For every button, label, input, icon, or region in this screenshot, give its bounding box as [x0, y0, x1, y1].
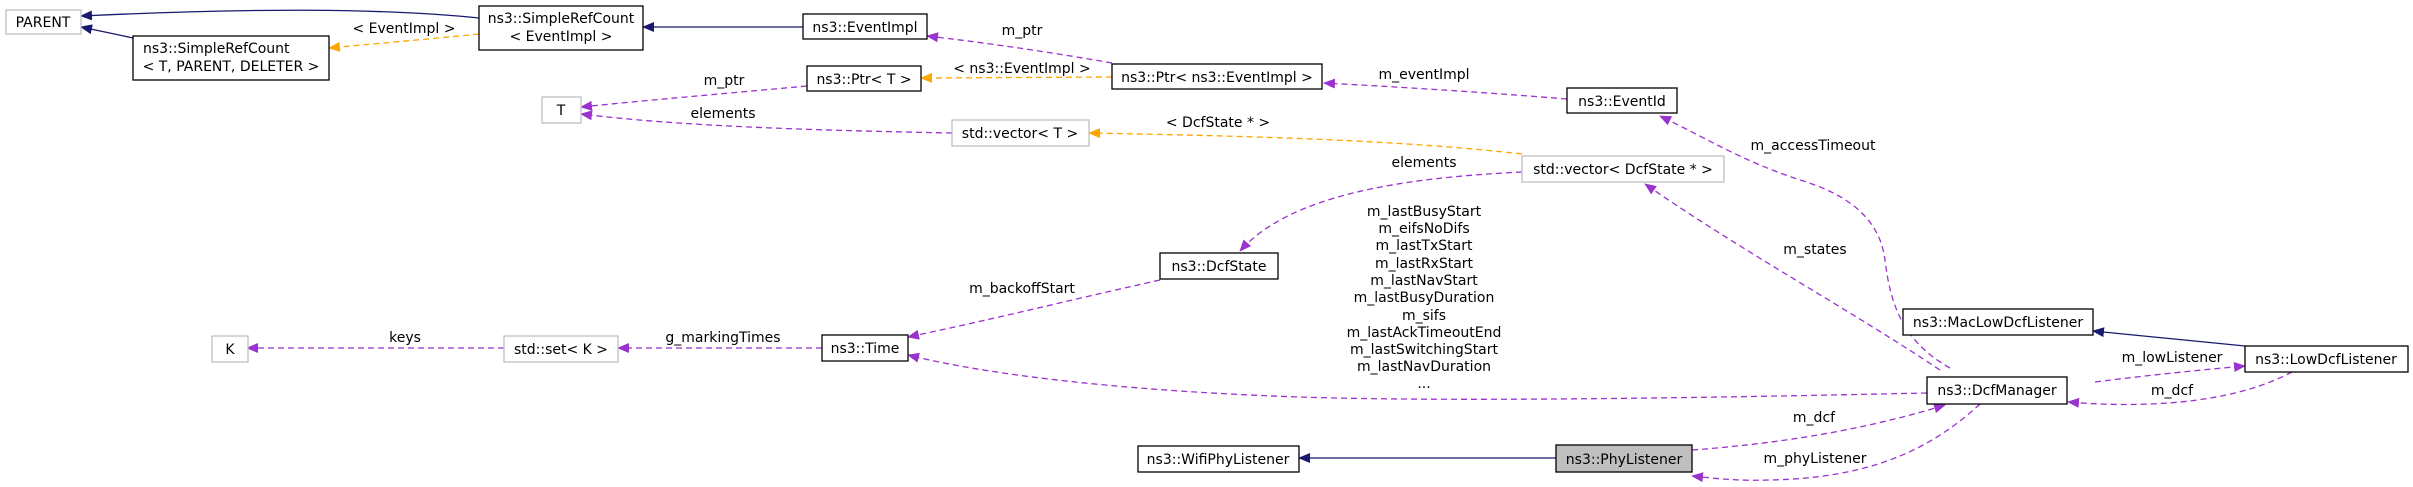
edge-t-vector-elements: [580, 110, 953, 134]
node-simplerefcount-tpl[interactable]: ns3::SimpleRefCount < T, PARENT, DELETER…: [132, 35, 330, 81]
edge-label-m-ptr-t: m_ptr: [704, 73, 745, 89]
node-parent[interactable]: PARENT: [5, 9, 82, 35]
svg-text:ns3::Time: ns3::Time: [831, 341, 900, 357]
edge-label-m-ptr-eventimpl: m_ptr: [1002, 23, 1043, 39]
time-member-label: m_lastSwitchingStart: [1350, 342, 1499, 358]
nodes: PARENT ns3::SimpleRefCount < EventImpl >…: [5, 5, 2409, 473]
svg-text:ns3::PhyListener: ns3::PhyListener: [1566, 452, 1683, 468]
svg-text:ns3::EventImpl: ns3::EventImpl: [812, 20, 917, 36]
node-vector-t[interactable]: std::vector< T >: [951, 119, 1090, 147]
time-member-label: m_lastRxStart: [1375, 256, 1474, 272]
edge-label-g-markingtimes: g_markingTimes: [665, 330, 780, 346]
edge-vector-t-to-vector-dcfstate: [1088, 128, 1523, 155]
time-member-label: m_lastNavStart: [1370, 273, 1478, 289]
node-ptr-t[interactable]: ns3::Ptr< T >: [806, 65, 922, 92]
svg-text:K: K: [225, 342, 235, 358]
svg-text:ns3::SimpleRefCount: ns3::SimpleRefCount: [143, 41, 290, 57]
time-member-label: ...: [1417, 376, 1430, 392]
svg-text:PARENT: PARENT: [16, 15, 71, 31]
svg-text:ns3::LowDcfListener: ns3::LowDcfListener: [2255, 352, 2397, 368]
edge-label-m-eventimpl: m_eventImpl: [1378, 67, 1469, 83]
node-t[interactable]: T: [541, 96, 582, 124]
edge-label-m-dcf-lowdcflistener: m_dcf: [2151, 383, 2194, 399]
svg-text:ns3::EventId: ns3::EventId: [1578, 94, 1666, 110]
node-time[interactable]: ns3::Time: [821, 334, 909, 362]
node-eventid[interactable]: ns3::EventId: [1566, 87, 1678, 114]
edge-label-eventimpl-tpl: < EventImpl >: [352, 21, 455, 37]
node-phylistener[interactable]: ns3::PhyListener: [1555, 444, 1693, 473]
edge-labels: < EventImpl > m_ptr < ns3::EventImpl > m…: [352, 21, 2222, 467]
time-member-label: m_lastBusyStart: [1367, 204, 1482, 220]
svg-text:std::set< K >: std::set< K >: [514, 342, 608, 358]
node-wifiphylistener[interactable]: ns3::WifiPhyListener: [1137, 445, 1300, 473]
time-member-label: m_sifs: [1402, 308, 1446, 324]
node-vector-dcfstate[interactable]: std::vector< DcfState * >: [1521, 155, 1725, 183]
edge-label-m-states: m_states: [1783, 242, 1846, 258]
edge-eventimpl-ptr-m-ptr: [926, 32, 1113, 64]
edge-ptr-eventid-m-eventimpl: [1323, 78, 1568, 100]
edge-label-time-members: m_lastBusyStart m_eifsNoDifs m_lastTxSta…: [1347, 204, 1502, 392]
svg-text:ns3::DcfManager: ns3::DcfManager: [1937, 383, 2057, 399]
time-member-label: m_eifsNoDifs: [1378, 221, 1469, 237]
edge-dcfmanager-phylistener-m-dcf: [1691, 403, 1946, 451]
edge-simplerefcount-tpl-to-eventimpl: [328, 33, 480, 52]
svg-text:ns3::WifiPhyListener: ns3::WifiPhyListener: [1147, 452, 1290, 468]
svg-text:T: T: [556, 103, 566, 119]
node-lowdcflistener[interactable]: ns3::LowDcfListener: [2244, 345, 2409, 373]
edge-label-m-dcf-phylistener: m_dcf: [1793, 410, 1836, 426]
edge-label-ns3-eventimpl-tpl: < ns3::EventImpl >: [953, 61, 1091, 77]
edge-label-elements-t: elements: [690, 106, 755, 122]
edge-dcfmanager-lowdcflistener-m-dcf: [2067, 371, 2293, 408]
node-simplerefcount-eventimpl[interactable]: ns3::SimpleRefCount < EventImpl >: [478, 5, 644, 51]
time-member-label: m_lastBusyDuration: [1354, 290, 1495, 306]
edge-label-m-lowlistener: m_lowListener: [2122, 350, 2223, 366]
edge-eventid-dcfmanager-m-accesstimeout: [1659, 115, 1951, 369]
edge-vector-dcfstate-dcfmanager-m-states: [1644, 183, 1941, 371]
edge-phylistener-dcfmanager-m-phylistener: [1691, 403, 1981, 483]
edge-time-dcfmanager-members: [907, 352, 1928, 400]
edges: [80, 9, 2293, 483]
edge-lowdcflistener-to-maclowdcflistener: [2092, 327, 2246, 347]
svg-text:ns3::Ptr< T >: ns3::Ptr< T >: [816, 72, 911, 88]
edge-lowdcflistener-dcfmanager-m-lowlistener: [2094, 361, 2246, 383]
edge-ptr-t-to-ptr-eventimpl: [920, 72, 1113, 83]
svg-text:ns3::MacLowDcfListener: ns3::MacLowDcfListener: [1913, 315, 2083, 331]
time-member-label: m_lastAckTimeoutEnd: [1347, 325, 1502, 341]
edge-label-keys: keys: [389, 330, 421, 346]
edge-simplerefcount-eventimpl-to-parent: [80, 9, 480, 21]
node-ptr-eventimpl[interactable]: ns3::Ptr< ns3::EventImpl >: [1111, 63, 1323, 90]
time-member-label: m_lastTxStart: [1376, 238, 1473, 254]
edge-label-m-phylistener: m_phyListener: [1763, 451, 1866, 467]
edge-dcfstate-time-m-backoffstart: [907, 279, 1161, 340]
edge-label-dcfstate-tpl: < DcfState * >: [1166, 115, 1270, 131]
node-dcfmanager[interactable]: ns3::DcfManager: [1926, 376, 2068, 405]
edge-label-m-accesstimeout: m_accessTimeout: [1750, 138, 1876, 154]
svg-text:ns3::SimpleRefCount: ns3::SimpleRefCount: [488, 11, 635, 27]
time-member-label: m_lastNavDuration: [1357, 359, 1491, 375]
edge-t-ptr-m-ptr: [580, 85, 808, 111]
svg-text:std::vector< DcfState * >: std::vector< DcfState * >: [1533, 162, 1713, 178]
edge-label-m-backoffstart: m_backoffStart: [969, 281, 1075, 297]
svg-text:std::vector< T >: std::vector< T >: [962, 126, 1078, 142]
edge-simplerefcount-tpl-to-parent: [80, 24, 134, 39]
edge-label-elements-dcfstate: elements: [1391, 155, 1456, 171]
svg-text:ns3::DcfState: ns3::DcfState: [1172, 259, 1267, 275]
svg-text:< T, PARENT, DELETER >: < T, PARENT, DELETER >: [143, 59, 320, 75]
node-set-k[interactable]: std::set< K >: [503, 335, 619, 363]
node-eventimpl[interactable]: ns3::EventImpl: [802, 13, 928, 40]
node-maclowdcflistener[interactable]: ns3::MacLowDcfListener: [1902, 308, 2094, 336]
node-dcfstate[interactable]: ns3::DcfState: [1159, 252, 1279, 280]
svg-text:< EventImpl >: < EventImpl >: [509, 29, 612, 45]
node-k[interactable]: K: [211, 335, 249, 363]
svg-text:ns3::Ptr< ns3::EventImpl >: ns3::Ptr< ns3::EventImpl >: [1121, 70, 1313, 86]
